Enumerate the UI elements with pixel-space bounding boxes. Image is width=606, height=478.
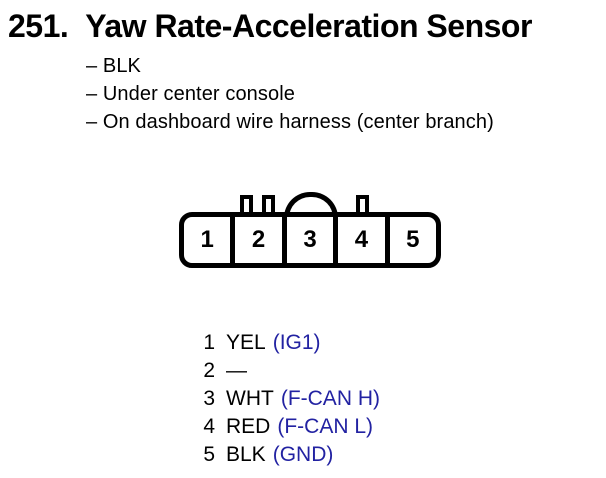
pin-wire-color: WHT xyxy=(226,387,274,410)
note-line: – BLK xyxy=(86,55,141,77)
section-number: 251. xyxy=(8,8,69,44)
pin-wire-color: BLK xyxy=(226,443,266,466)
pin-row: 1 YEL (IG1) xyxy=(202,329,380,357)
pin-number: 5 xyxy=(203,443,215,466)
pin-assignment-list: 1 YEL (IG1) 2 — 3 WHT (F-CAN H) 4 RED (F… xyxy=(202,329,380,469)
connector-cavity-2: 2 xyxy=(235,217,287,263)
connector-key-tab-icon xyxy=(262,195,275,215)
pin-number: 1 xyxy=(203,331,215,354)
pin-signal-label: (GND) xyxy=(272,443,334,466)
pin-signal-label: (F-CAN L) xyxy=(277,415,374,438)
pin-row: 4 RED (F-CAN L) xyxy=(202,413,380,441)
pin-number: 4 xyxy=(203,415,215,438)
connector-key-tab-icon xyxy=(240,195,253,215)
page-title: 251. Yaw Rate-Acceleration Sensor xyxy=(8,8,532,45)
connector-cavity-4: 4 xyxy=(338,217,390,263)
note-line: – Under center console xyxy=(86,83,295,105)
pin-signal-label: (F-CAN H) xyxy=(280,387,380,410)
pin-row: 3 WHT (F-CAN H) xyxy=(202,385,380,413)
connector-key-tab-icon xyxy=(356,195,369,215)
pin-wire-color: — xyxy=(226,359,247,382)
pin-number: 3 xyxy=(203,387,215,410)
pin-wire-color: YEL xyxy=(226,331,266,354)
location-notes: – BLK – Under center console – On dashbo… xyxy=(86,52,494,136)
connector-cavity-3: 3 xyxy=(287,217,339,263)
connector-diagram: 1 2 3 4 5 xyxy=(179,192,441,268)
pin-row: 2 — xyxy=(202,357,380,385)
pin-wire-color: RED xyxy=(226,415,271,438)
connector-cavity-1: 1 xyxy=(184,217,236,263)
pin-signal-label: (IG1) xyxy=(272,331,321,354)
pin-row: 5 BLK (GND) xyxy=(202,441,380,469)
connector-shell: 1 2 3 4 5 xyxy=(179,212,441,268)
section-title: Yaw Rate-Acceleration Sensor xyxy=(85,8,532,44)
pin-number: 2 xyxy=(203,359,215,382)
note-line: – On dashboard wire harness (center bran… xyxy=(86,111,494,133)
connector-cavity-5: 5 xyxy=(406,226,420,253)
